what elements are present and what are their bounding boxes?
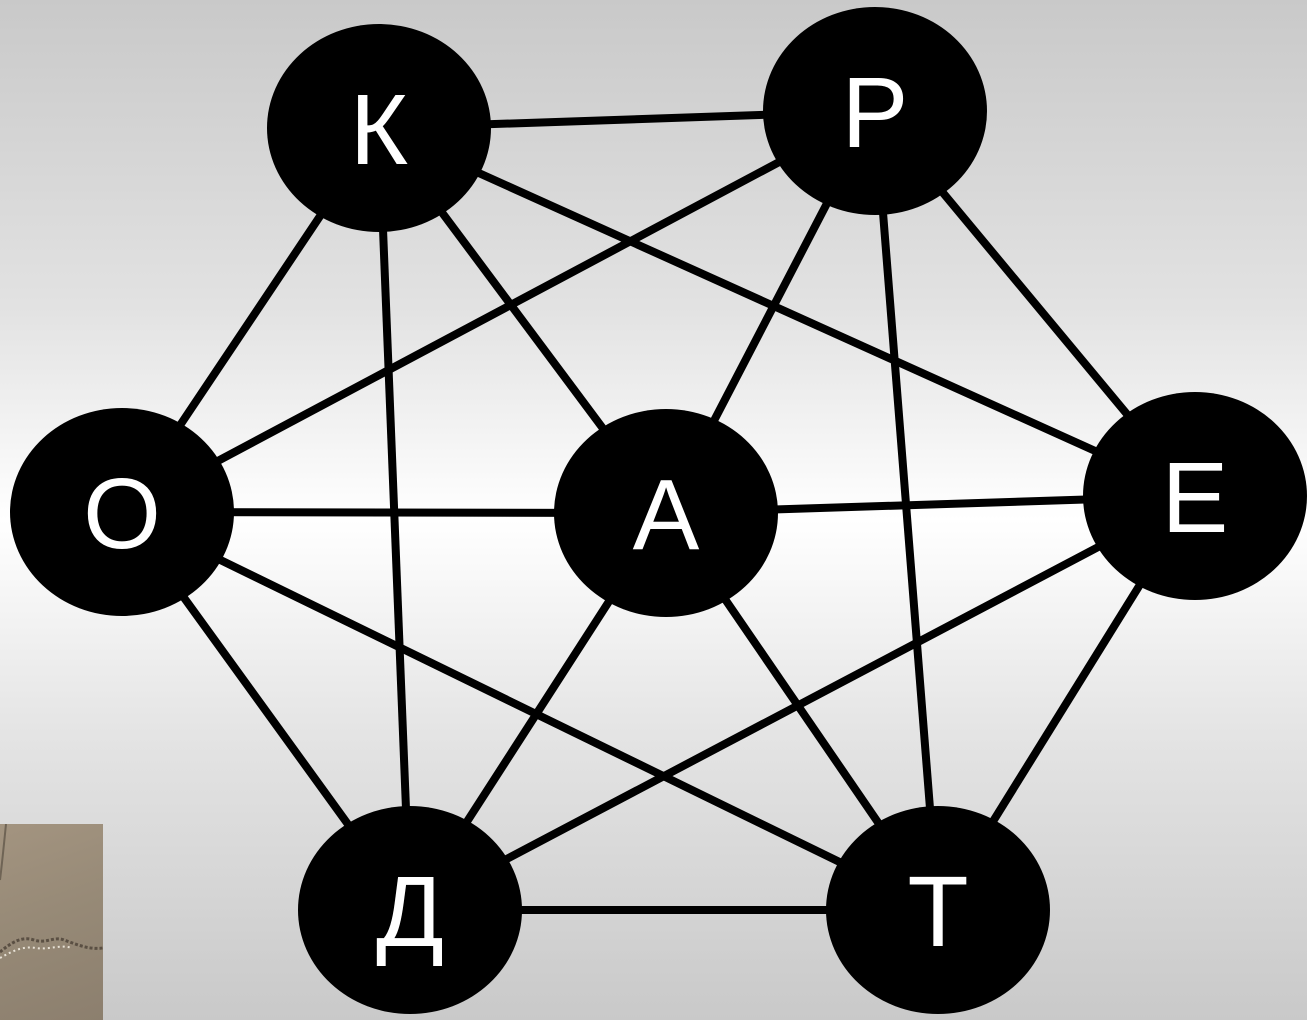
node-label: Т: [907, 856, 968, 968]
node-label: Д: [376, 856, 444, 968]
node-label: Е: [1162, 442, 1229, 554]
node-circle: [267, 24, 491, 232]
edge-k-d: [375, 127, 414, 911]
node-a: А: [554, 409, 778, 617]
node-label: К: [350, 74, 408, 186]
node-k: К: [267, 24, 491, 232]
node-circle: [10, 408, 234, 616]
photo-thumbnail: [0, 824, 103, 1020]
node-circle: [826, 806, 1050, 1014]
edge-k-e: [377, 124, 1197, 500]
node-circle: [554, 409, 778, 617]
edge-p-t: [871, 110, 942, 911]
node-label: О: [83, 458, 161, 570]
node-d: Д: [298, 806, 522, 1014]
edge-p-o: [120, 107, 877, 516]
edge-e-d: [408, 492, 1197, 914]
graph-nodes: К Р О А Е Д Т: [10, 7, 1307, 1014]
node-circle: [763, 7, 987, 215]
node-circle: [298, 806, 522, 1014]
node-e: Е: [1083, 392, 1307, 600]
node-o: О: [10, 408, 234, 616]
node-circle: [1083, 392, 1307, 600]
node-p: Р: [763, 7, 987, 215]
edge-o-t: [120, 508, 940, 914]
node-label: Р: [842, 57, 909, 169]
node-t: Т: [826, 806, 1050, 1014]
node-label: А: [633, 459, 700, 571]
